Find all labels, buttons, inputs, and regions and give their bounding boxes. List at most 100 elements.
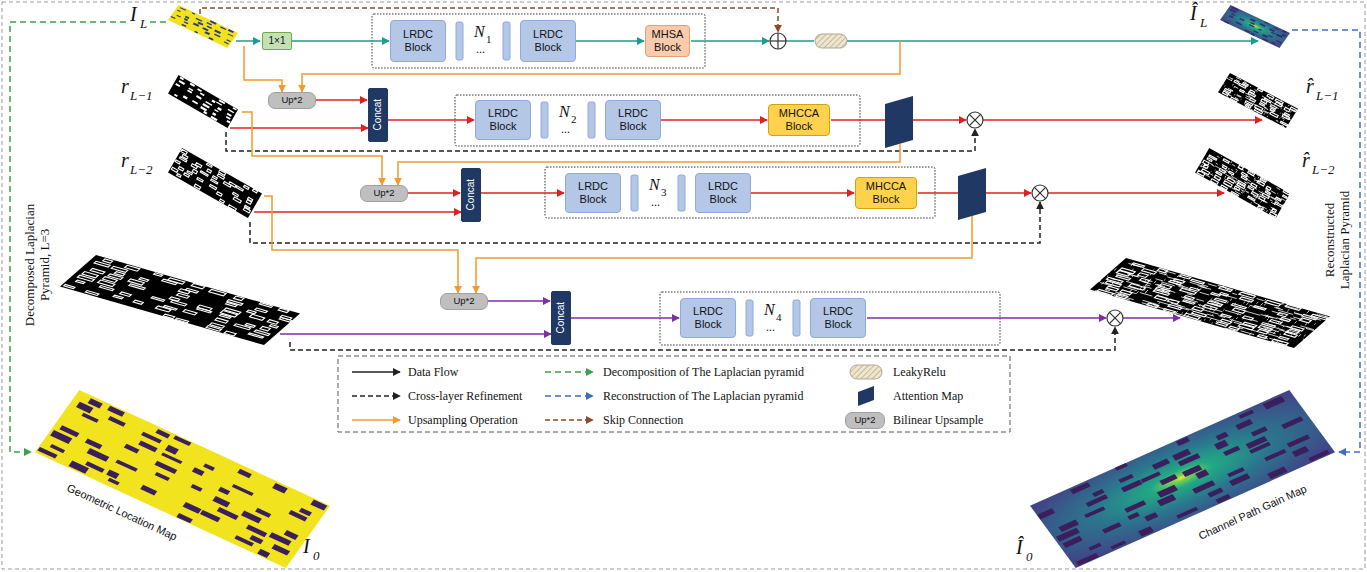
noise-stroke bbox=[1269, 338, 1282, 342]
math-symbol: ... bbox=[476, 43, 485, 55]
noise-stroke bbox=[1241, 191, 1243, 193]
building bbox=[1287, 434, 1311, 447]
noise-stroke bbox=[1253, 202, 1259, 205]
building bbox=[212, 176, 217, 180]
leakyrelu-pill bbox=[850, 365, 882, 379]
noise-stroke bbox=[1204, 319, 1206, 320]
flow-line bbox=[847, 40, 1258, 42]
legend-sample-line bbox=[545, 419, 593, 421]
building bbox=[1224, 20, 1230, 24]
building bbox=[1283, 195, 1288, 198]
noise-stroke bbox=[1112, 282, 1114, 284]
noise-stroke bbox=[1218, 179, 1219, 181]
noise-stroke bbox=[1260, 199, 1266, 203]
building bbox=[1269, 320, 1281, 325]
building bbox=[1281, 34, 1286, 37]
noise-stroke bbox=[1250, 305, 1264, 309]
block-label: LRDC Block bbox=[524, 28, 572, 53]
map-ground bbox=[168, 148, 262, 218]
building bbox=[228, 29, 234, 33]
noise-stroke bbox=[1225, 295, 1236, 298]
attention-map bbox=[885, 96, 913, 148]
building bbox=[215, 318, 228, 323]
building bbox=[138, 441, 157, 453]
noise-stroke bbox=[1290, 116, 1291, 117]
noise-stroke bbox=[1234, 86, 1238, 88]
building bbox=[219, 199, 224, 203]
building bbox=[224, 308, 241, 314]
noise-stroke bbox=[1254, 188, 1256, 189]
noise-stroke bbox=[1154, 281, 1157, 283]
building bbox=[183, 502, 202, 514]
noise-stroke bbox=[1262, 90, 1264, 92]
noise-stroke bbox=[1223, 309, 1224, 310]
noise-stroke bbox=[1201, 164, 1203, 165]
noise-stroke bbox=[1158, 286, 1159, 287]
flow-line bbox=[280, 333, 551, 335]
building bbox=[175, 83, 180, 87]
lrdc-block: LRDC Block bbox=[565, 173, 621, 213]
building bbox=[169, 297, 179, 301]
noise-stroke bbox=[1265, 299, 1266, 300]
noise-stroke bbox=[1234, 94, 1236, 95]
noise-stroke bbox=[1259, 207, 1262, 209]
legend-sample-line bbox=[352, 371, 400, 373]
noise-stroke bbox=[1211, 303, 1221, 306]
building bbox=[1221, 185, 1228, 190]
building bbox=[190, 484, 202, 492]
noise-stroke bbox=[1250, 107, 1251, 109]
block-group-frame bbox=[372, 14, 705, 68]
building bbox=[1243, 82, 1249, 86]
noise-stroke bbox=[1240, 98, 1241, 100]
noise-stroke bbox=[1282, 114, 1285, 115]
math-symbol: r bbox=[121, 76, 129, 96]
noise-stroke bbox=[1235, 182, 1236, 184]
noise-stroke bbox=[1250, 86, 1252, 87]
noise-stroke bbox=[1245, 175, 1249, 177]
upsampling-line bbox=[476, 216, 972, 293]
noise-stroke bbox=[1116, 292, 1128, 295]
noise-stroke bbox=[1215, 176, 1216, 178]
noise-stroke bbox=[1264, 101, 1266, 103]
noise-stroke bbox=[1261, 179, 1266, 182]
building bbox=[87, 448, 110, 462]
noise-stroke bbox=[1281, 122, 1283, 123]
noise-stroke bbox=[1099, 280, 1101, 282]
noise-stroke bbox=[1119, 270, 1120, 272]
noise-stroke bbox=[1215, 177, 1217, 179]
building bbox=[107, 406, 125, 417]
map-ground bbox=[168, 5, 238, 48]
building bbox=[171, 300, 187, 306]
math-symbol: L−1 bbox=[1316, 89, 1339, 102]
building bbox=[1070, 482, 1091, 494]
noise-stroke bbox=[1249, 197, 1253, 200]
building bbox=[1264, 22, 1269, 25]
noise-stroke bbox=[1144, 280, 1146, 282]
multiply-symbol bbox=[967, 112, 983, 128]
noise-stroke bbox=[1242, 292, 1255, 296]
noise-stroke bbox=[1150, 274, 1152, 276]
noise-stroke bbox=[1161, 288, 1175, 292]
building bbox=[1127, 512, 1140, 520]
noise-stroke bbox=[1257, 196, 1259, 197]
building bbox=[183, 310, 197, 315]
noise-stroke bbox=[1112, 293, 1122, 296]
noise-stroke bbox=[1245, 189, 1246, 191]
noise-stroke bbox=[1157, 301, 1171, 305]
noise-stroke bbox=[1238, 186, 1242, 188]
building bbox=[310, 499, 327, 510]
noise-stroke bbox=[1225, 328, 1236, 331]
building bbox=[192, 467, 205, 476]
building bbox=[1285, 304, 1301, 310]
noise-stroke bbox=[1133, 263, 1135, 265]
upsampling-line bbox=[264, 196, 458, 293]
noise-stroke bbox=[1227, 78, 1232, 81]
input-map-coarse bbox=[168, 5, 238, 48]
building bbox=[1243, 322, 1257, 327]
noise-stroke bbox=[1136, 291, 1138, 293]
noise-stroke bbox=[1232, 176, 1238, 179]
building bbox=[212, 496, 230, 507]
math-symbol: 3 bbox=[661, 187, 667, 198]
building bbox=[124, 444, 140, 454]
building bbox=[1086, 494, 1109, 507]
